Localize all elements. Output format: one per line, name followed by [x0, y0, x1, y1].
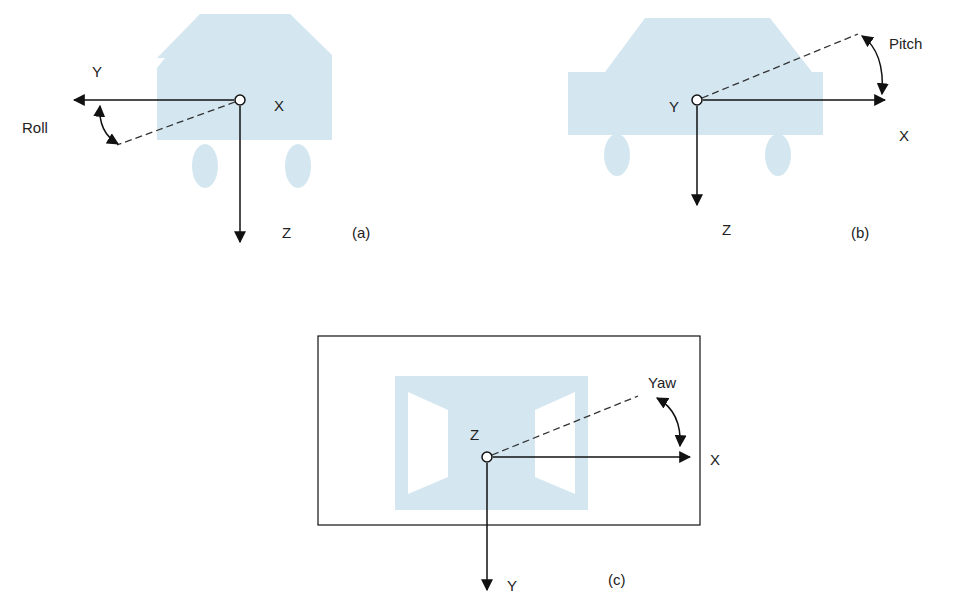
- axis-label: X: [899, 128, 909, 143]
- origin: [235, 95, 245, 105]
- z-axis-arrow: [239, 106, 241, 242]
- roll-arrow: [100, 106, 118, 144]
- axis-label: X: [710, 452, 720, 467]
- yaw-arrow: [657, 398, 680, 446]
- z-axis-arrow: [696, 106, 698, 205]
- rotation-label: Yaw: [648, 375, 676, 390]
- car-side-view: [568, 18, 823, 176]
- axis-label: Y: [92, 64, 102, 79]
- axis-label: Y: [669, 99, 679, 114]
- panel-label: (a): [352, 225, 370, 240]
- rotation-label: Roll: [22, 120, 48, 135]
- axis-label: Y: [507, 578, 517, 593]
- pitch-arrow: [862, 36, 882, 94]
- origin: [482, 452, 492, 462]
- x-axis-arrow: [703, 99, 885, 101]
- axis-label: Z: [722, 222, 731, 237]
- y-axis-arrow: [74, 99, 234, 101]
- y-axis-arrow: [486, 463, 488, 590]
- car-top-view: [395, 376, 588, 510]
- rotation-label: Pitch: [889, 36, 922, 51]
- x-axis-arrow: [493, 456, 690, 458]
- rotated-axis: [702, 34, 858, 98]
- axis-label: Z: [470, 427, 479, 442]
- rotated-axis: [492, 396, 638, 455]
- axis-label: Z: [282, 225, 291, 240]
- car-front-view: [157, 14, 332, 188]
- rotated-axis: [117, 102, 235, 145]
- origin: [692, 95, 702, 105]
- panel-label: (b): [851, 225, 869, 240]
- axis-label: X: [274, 98, 284, 113]
- panel-label: (c): [608, 572, 626, 587]
- frame: [318, 336, 700, 525]
